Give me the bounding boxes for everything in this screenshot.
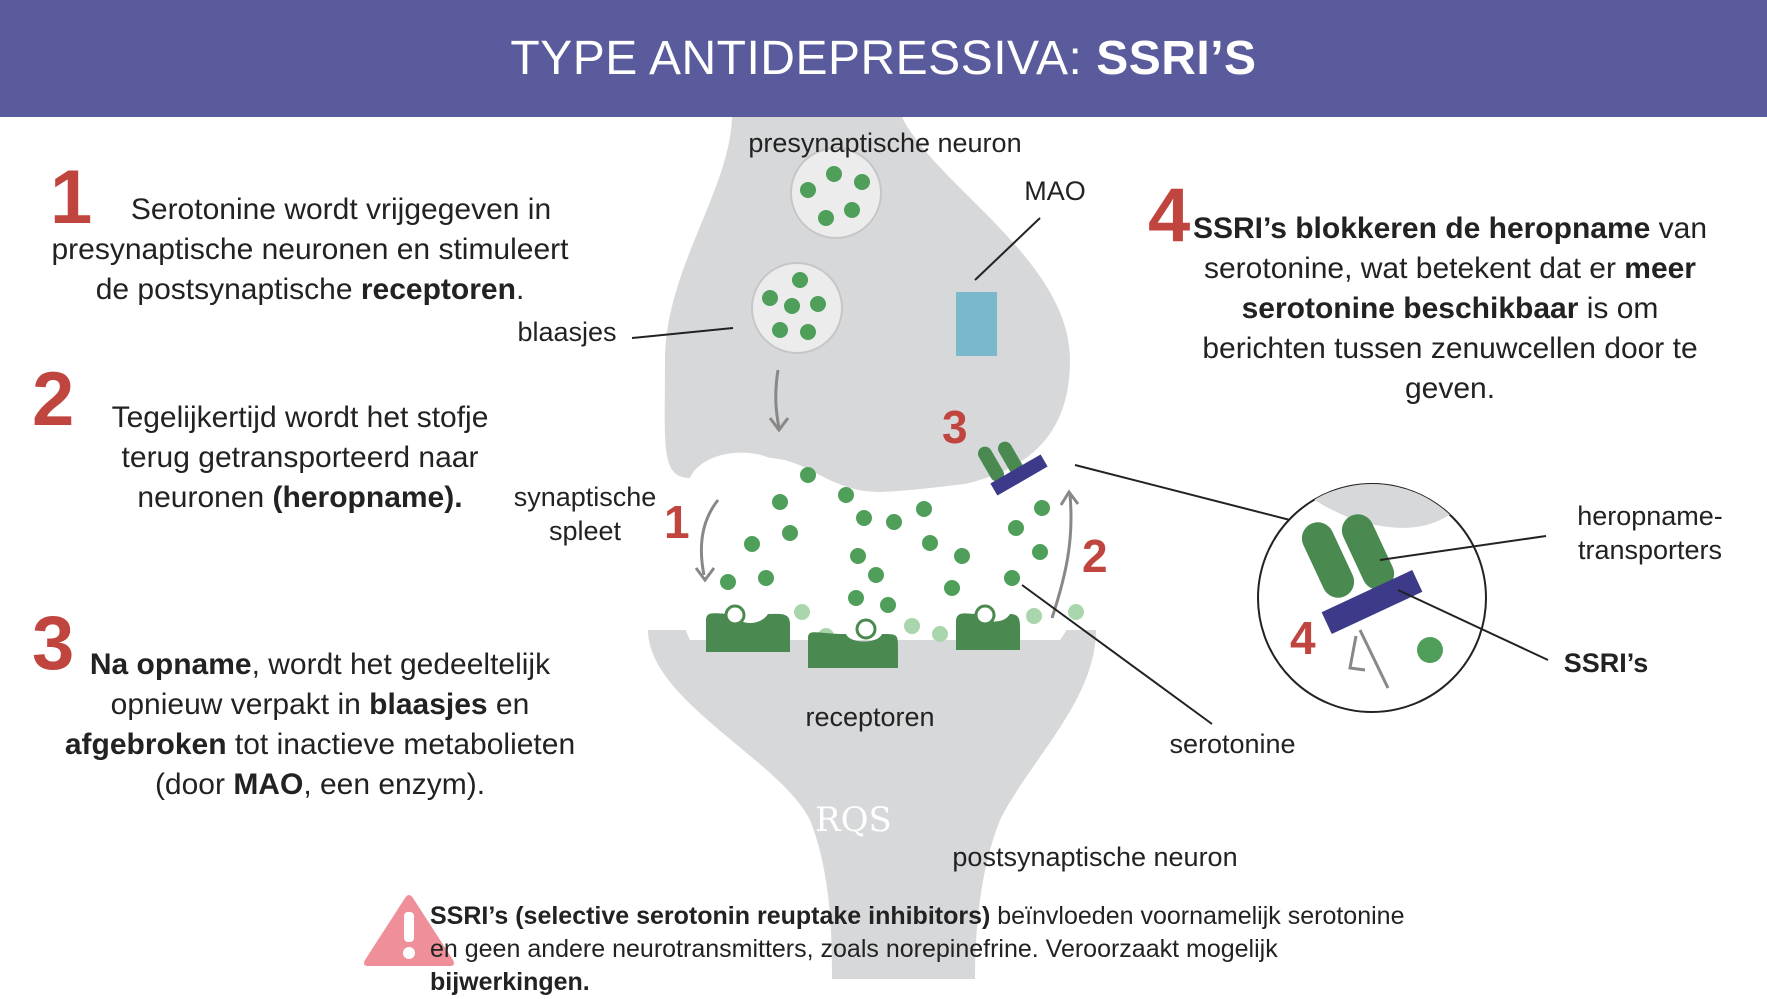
step-3-number: 3 [32, 601, 75, 686]
title-banner: TYPE ANTIDEPRESSIVA: SSRI’S [0, 0, 1767, 117]
mao-label: MAO [1024, 176, 1086, 206]
vesicle-top [790, 147, 882, 239]
presynaptic-neuron-shape [664, 117, 1070, 492]
postsynaptic-label: postsynaptische neuron [952, 842, 1238, 872]
synapse-diagram [364, 117, 1549, 979]
step-3-text: Na opname, wordt het gedeeltelijk opnieu… [64, 648, 576, 801]
warning-text: SSRI’s (selective serotonin reuptake inh… [430, 902, 1405, 996]
diagram-number-1: 1 [664, 496, 690, 548]
step-4-text: SSRI’s blokkeren de heropname van seroto… [1192, 212, 1708, 405]
step-2-text: Tegelijkertijd wordt het stofje terug ge… [111, 401, 489, 514]
step-1-number: 1 [50, 155, 93, 240]
cleft-label: synaptische spleet [513, 482, 657, 546]
title-plain: TYPE ANTIDEPRESSIVA: [510, 32, 1083, 85]
step-2-number: 2 [32, 357, 75, 442]
presynaptic-label: presynaptische neuron [748, 128, 1022, 158]
serotonin-pointer [1021, 584, 1213, 725]
release-down-arrow [774, 369, 781, 429]
ssris-pointer [1397, 589, 1549, 661]
zoom-pointer [1074, 464, 1291, 521]
serotonin-label: serotonine [1169, 729, 1296, 759]
diagram-number-3: 3 [942, 401, 968, 453]
postsynaptic-neuron-shape [648, 630, 1096, 979]
step-4-number: 4 [1148, 173, 1191, 258]
transporters-pointer [1379, 535, 1547, 561]
arrow-1 [699, 499, 720, 576]
transporter-small [978, 441, 1048, 496]
vesicles-label: blaasjes [517, 317, 617, 347]
arrow-2 [1050, 494, 1073, 619]
title-bold: SSRI’S [1096, 32, 1257, 85]
receptors [706, 604, 1020, 668]
step-1-text: Serotonine wordt vrijgegeven in presynap… [51, 193, 569, 306]
transporters-label: heropname- transporters [1577, 501, 1723, 565]
ssris-label: SSRI’s [1563, 648, 1649, 678]
warning-icon [372, 890, 420, 896]
serotonin-particles [720, 467, 1050, 613]
diagram-number-2: 2 [1082, 530, 1108, 582]
receptors-label: receptoren [805, 702, 935, 732]
diagram-number-4: 4 [1290, 612, 1316, 664]
rqs-logo: RQS [815, 800, 892, 840]
mao-block [956, 292, 997, 356]
